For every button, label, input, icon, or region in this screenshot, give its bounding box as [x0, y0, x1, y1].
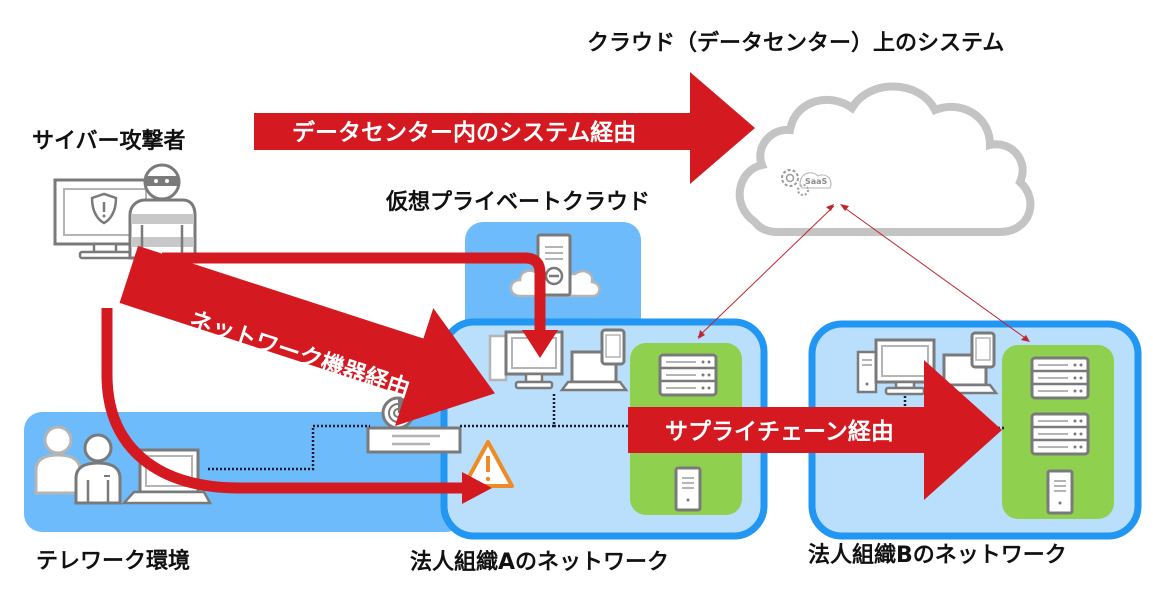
- page-title: クラウド（データセンター）上のシステム: [587, 30, 1004, 56]
- org-b-rack-server-icon: [1030, 356, 1090, 400]
- attacker-person-icon: [128, 163, 197, 260]
- org-b-network-label: 法人組織Bのネットワーク: [808, 542, 1067, 568]
- org-a-tower-server-icon: [674, 466, 702, 512]
- datacenter-path-arrow: [254, 72, 755, 184]
- network-device-path-arrow: [119, 245, 495, 427]
- saas-label: SaaS: [805, 177, 828, 186]
- supply-chain-path-arrow: [628, 360, 1002, 500]
- org-b-rack-server-icon-2: [1030, 412, 1090, 456]
- supply-chain-path-label: サプライチェーン経由: [665, 418, 894, 445]
- cloud-connector-lines: [697, 204, 1030, 342]
- org-a-network-label: 法人組織Aのネットワーク: [410, 549, 669, 575]
- cloud-server-icon: [509, 233, 601, 298]
- telework-people-icon: [34, 425, 122, 505]
- org-a-laptop-icon: [559, 350, 629, 392]
- virtual-private-cloud-label: 仮想プライベートクラウド: [385, 190, 650, 215]
- attacker-label: サイバー攻撃者: [32, 128, 186, 154]
- org-a-rack-server-icon: [658, 353, 718, 397]
- telework-path-arrow: [101, 308, 492, 504]
- org-a-tablet-icon: [600, 328, 626, 366]
- network-connection-lines: [208, 392, 1004, 471]
- telework-label: テレワーク環境: [36, 548, 190, 574]
- org-b-tablet-icon: [970, 331, 996, 369]
- datacenter-path-label: データセンター内のシステム経由: [292, 119, 636, 146]
- saas-gears-icon: [781, 169, 832, 196]
- cloud-icon: [735, 82, 1035, 236]
- org-b-tower-server-icon: [1046, 469, 1074, 515]
- vpc-path-arrow: [162, 252, 558, 358]
